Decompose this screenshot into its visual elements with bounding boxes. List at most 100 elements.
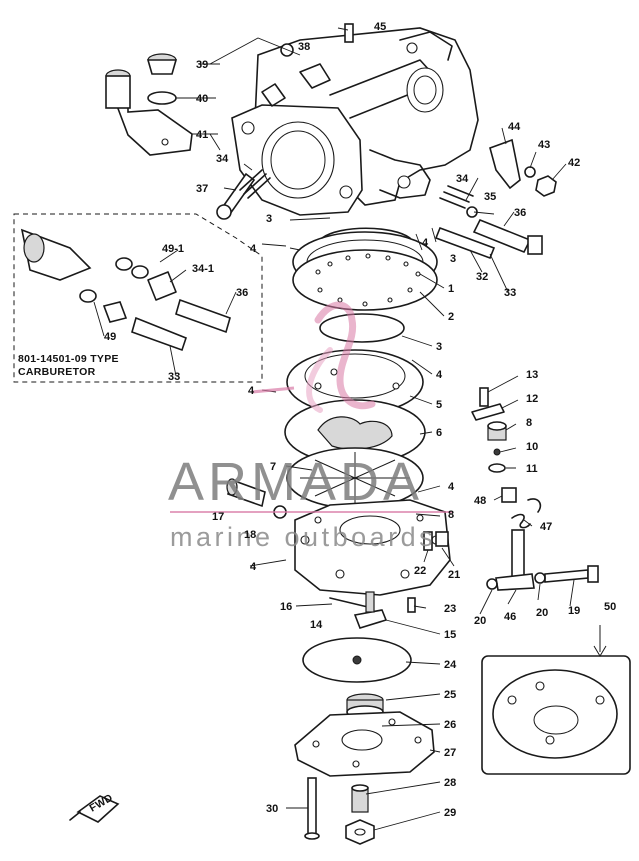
lever-15	[353, 591, 388, 629]
needle-36	[472, 218, 543, 255]
watermark-tagline: marine outboards	[170, 522, 436, 552]
nut-28	[351, 784, 369, 813]
pin-45	[344, 23, 354, 43]
callout-40: 40	[196, 93, 208, 105]
callout-6: 6	[436, 427, 442, 439]
callout-7: 7	[270, 461, 276, 473]
fwd-direction-marker: FWD	[69, 792, 120, 823]
gasket-6	[284, 399, 426, 465]
callout-49: 49	[104, 331, 116, 343]
callout-44: 44	[508, 121, 521, 133]
callout-42: 42	[568, 157, 580, 169]
callout-8b: 8	[526, 417, 532, 429]
nozzle-46	[495, 529, 535, 591]
callout-4b: 4	[422, 237, 429, 249]
callout-20b: 20	[536, 607, 548, 619]
callout-36b: 36	[236, 287, 248, 299]
callout-1: 1	[448, 283, 454, 295]
washer-20b	[534, 572, 546, 584]
callout-37: 37	[196, 183, 208, 195]
callout-14: 14	[310, 619, 323, 631]
nut-29	[345, 819, 375, 845]
callout-45: 45	[374, 21, 386, 33]
callout-32: 32	[476, 271, 488, 283]
screw-19	[544, 565, 599, 583]
callout-35: 35	[484, 191, 496, 203]
callout-23: 23	[444, 603, 456, 615]
pump-body-5	[286, 349, 424, 415]
callout-18: 18	[244, 529, 256, 541]
inset-box-801-14501-09	[13, 213, 263, 383]
bolt-37	[216, 172, 256, 220]
callout-16: 16	[280, 601, 292, 613]
callout-50: 50	[604, 601, 616, 613]
inset-note-line2: CARBURETOR	[18, 366, 96, 378]
diaphragm-2	[292, 249, 438, 311]
plug-39	[146, 53, 178, 75]
callout-11: 11	[526, 463, 538, 475]
washer-20a	[486, 578, 498, 590]
callout-41: 41	[196, 129, 208, 141]
bracket-44	[489, 138, 521, 190]
carburetor-body	[231, 27, 479, 216]
callout-33a: 33	[504, 287, 516, 299]
callout-21: 21	[448, 569, 460, 581]
screw-33	[434, 226, 496, 260]
diaphragm-24	[302, 637, 412, 683]
o-ring-11	[488, 463, 506, 473]
callout-15: 15	[444, 629, 456, 641]
callout-3a: 3	[266, 213, 272, 225]
callout-36a: 36	[514, 207, 526, 219]
callout-47: 47	[540, 521, 552, 533]
callout-19: 19	[568, 605, 580, 617]
callout-30: 30	[266, 803, 278, 815]
nut-42	[535, 175, 557, 197]
ball-10	[493, 448, 501, 456]
spring-34	[239, 169, 271, 199]
pump-housing	[294, 499, 451, 596]
spring-47	[511, 498, 542, 529]
o-ring-3b	[319, 313, 405, 343]
washer-43	[524, 166, 536, 178]
callout-33b: 33	[168, 371, 180, 383]
callout-13: 13	[526, 369, 538, 381]
callout-2: 2	[448, 311, 454, 323]
callout-25: 25	[444, 689, 456, 701]
callout-26: 26	[444, 719, 456, 731]
o-ring-3	[321, 227, 411, 239]
callout-12: 12	[526, 393, 538, 405]
inset-note-line1: 801-14501-09 TYPE	[18, 353, 119, 365]
callout-4c: 4	[436, 369, 443, 381]
callout-3c: 3	[436, 341, 442, 353]
pin-16	[329, 597, 373, 609]
callout-4e: 4	[448, 481, 455, 493]
callout-17: 17	[212, 511, 224, 523]
callout-34b: 34	[456, 173, 469, 185]
fitting-17	[226, 478, 266, 508]
screw-13	[479, 387, 489, 407]
callout-34a: 34	[216, 153, 229, 165]
callout-22: 22	[414, 565, 426, 577]
callout-28: 28	[444, 777, 456, 789]
callout-38: 38	[298, 41, 310, 53]
callout-8a: 8	[448, 509, 454, 521]
callout-24: 24	[444, 659, 457, 671]
screw-23	[407, 597, 416, 613]
callout-4a: 4	[250, 243, 257, 255]
callout-39: 39	[196, 59, 208, 71]
callout-29: 29	[444, 807, 456, 819]
callout-34-1: 34-1	[192, 263, 214, 275]
callout-4f: 4	[250, 561, 257, 573]
callout-43: 43	[538, 139, 550, 151]
screw-30	[304, 777, 320, 840]
watermark-brand: ARMADA	[168, 452, 423, 512]
jet-48	[501, 487, 517, 503]
callout-48: 48	[474, 495, 486, 507]
callout-labels: 45 38 39 40 41 34 37 3 4 44 43 42 34 35 …	[104, 21, 616, 819]
callout-46: 46	[504, 611, 516, 623]
choke-bracket-41	[105, 69, 193, 156]
callout-27: 27	[444, 747, 456, 759]
clip-12	[471, 403, 505, 421]
armada-logo-emblem	[306, 301, 376, 413]
callout-20a: 20	[474, 615, 486, 627]
